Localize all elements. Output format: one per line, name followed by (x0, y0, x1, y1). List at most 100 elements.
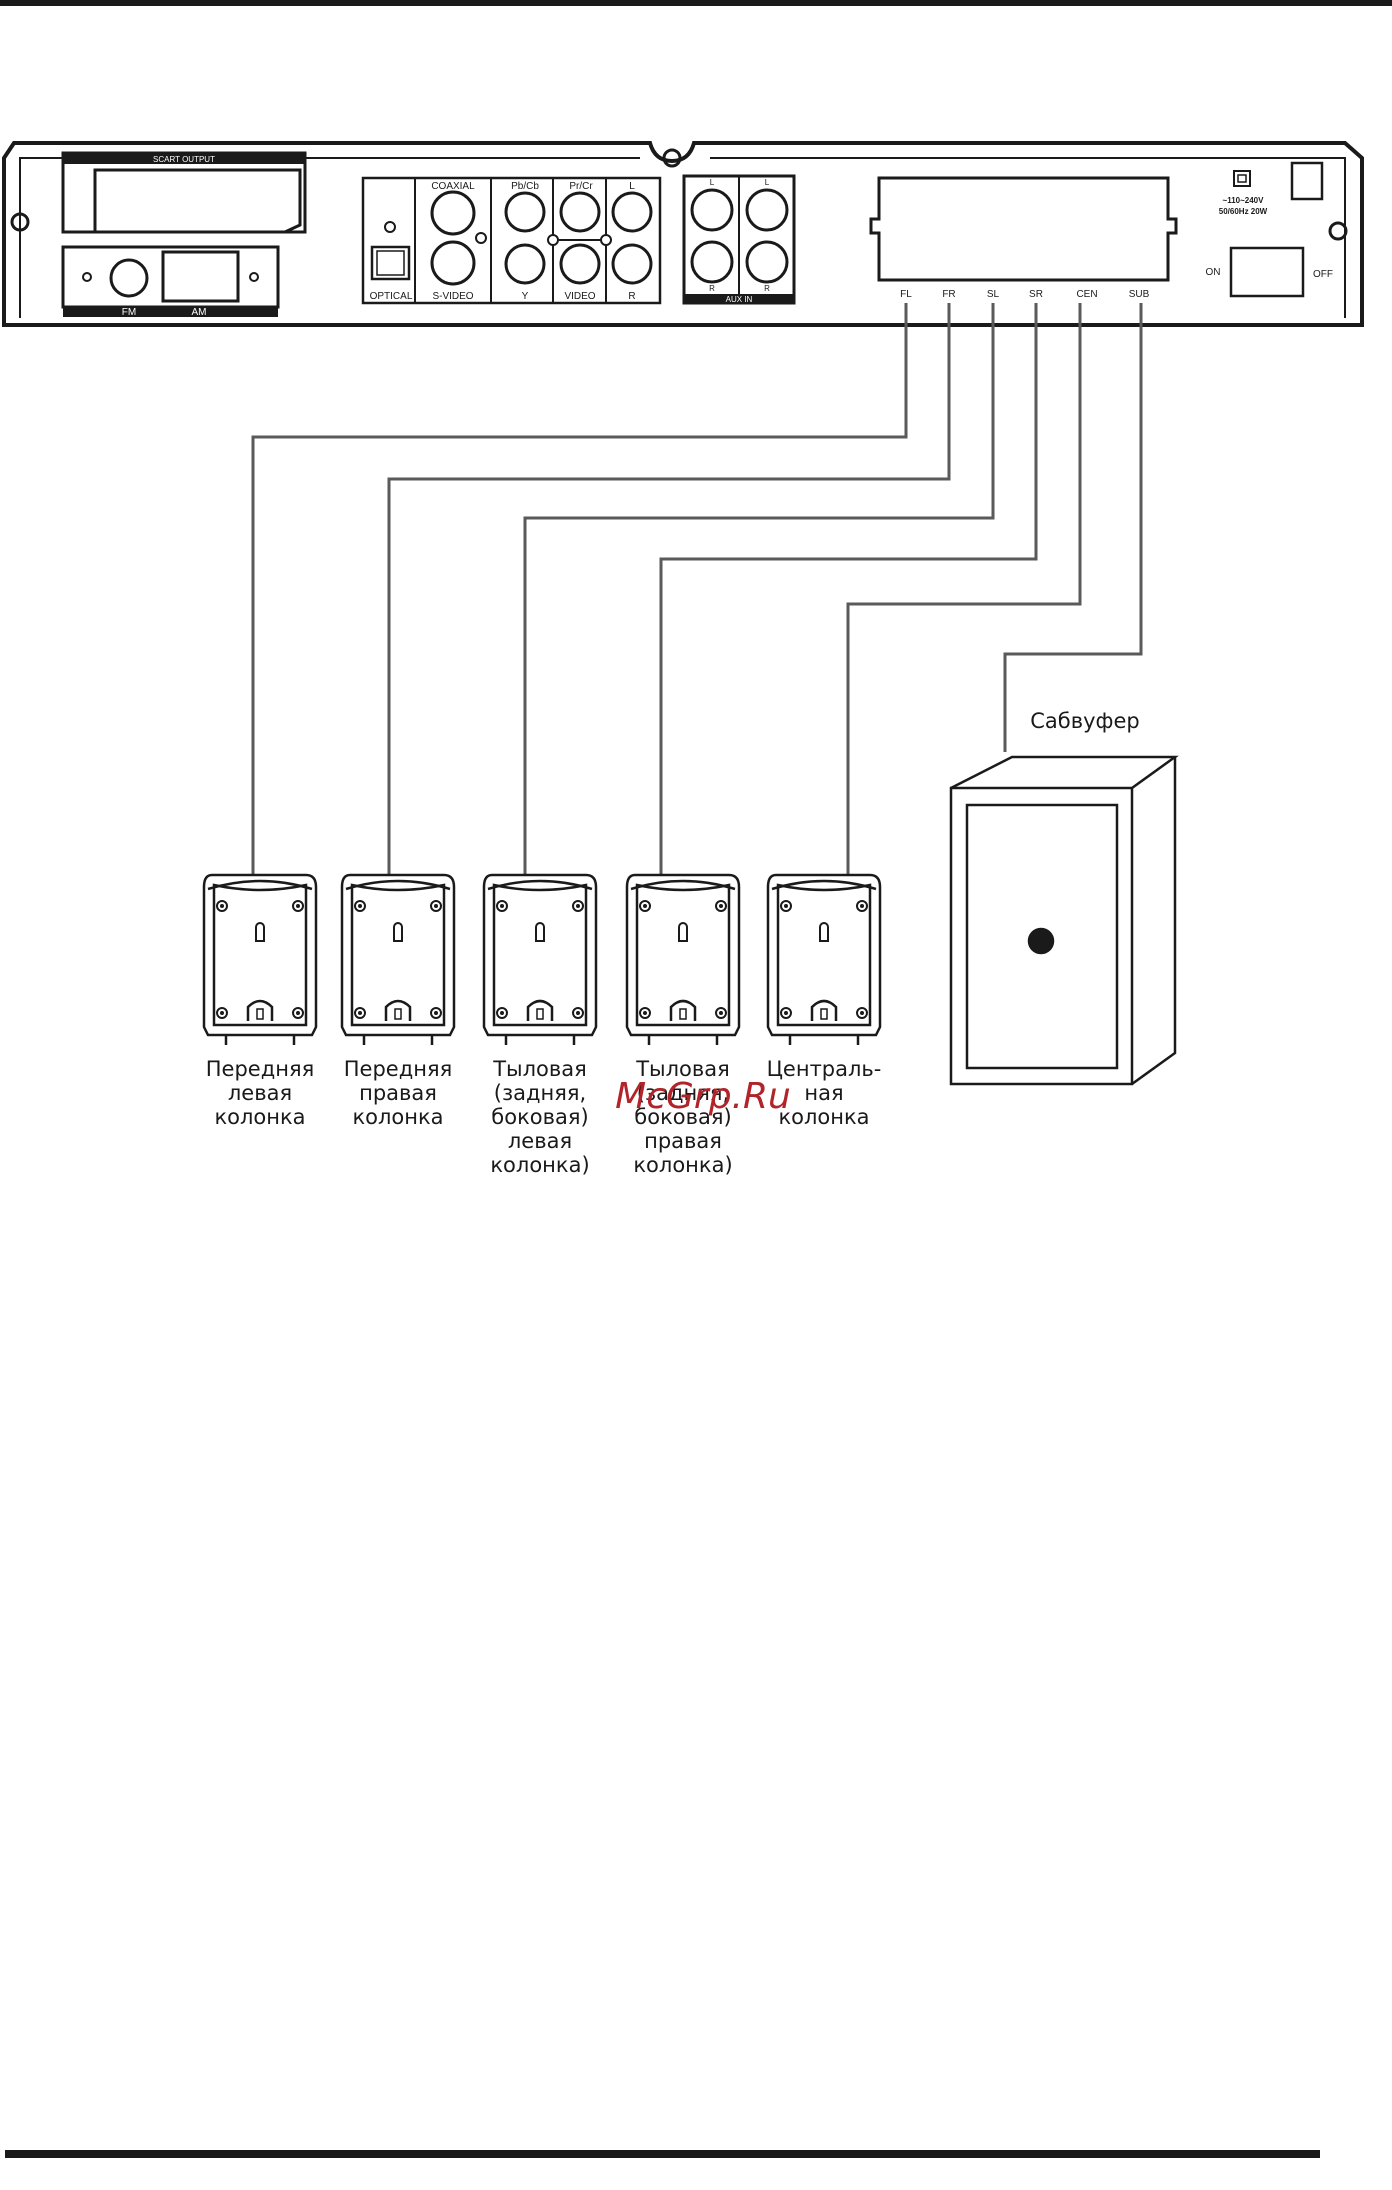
keyhole (255, 922, 265, 942)
wire-cen (846, 303, 1082, 875)
svideo-label: S-VIDEO (432, 291, 473, 302)
speaker-screw (780, 1007, 792, 1019)
aux-jack-4 (745, 240, 789, 284)
speaker-1-caption-line: колонка (214, 1105, 305, 1129)
speaker-body (766, 873, 882, 1037)
speaker-3-caption-line: (задняя, (494, 1081, 586, 1105)
subwoofer (949, 755, 1179, 1086)
speaker-4-caption-line: Тыловая (635, 1057, 730, 1081)
speaker-screw (856, 1007, 868, 1019)
video-jack (559, 243, 601, 285)
am-terminal (161, 250, 240, 303)
aux-r2-label: R (764, 284, 770, 293)
aux-l1-label: L (710, 178, 715, 187)
power-line-2: 50/60Hz 20W (1219, 207, 1268, 216)
output-label-fr: FR (942, 289, 955, 300)
speaker-4-caption-line: колонка) (633, 1153, 732, 1177)
subwoofer-port (1027, 927, 1055, 955)
rear-panel: SCART OUTPUT FM AM OPTICAL COAXIAL (2, 141, 1364, 327)
pbcb-label: Pb/Cb (511, 181, 539, 192)
screw-left (10, 212, 30, 232)
optical-port (370, 245, 411, 281)
panel-inner (19, 157, 1346, 318)
scart-output: SCART OUTPUT (61, 151, 307, 234)
speaker-screw (572, 1007, 584, 1019)
audio-l-jack (611, 191, 653, 233)
output-label-cen: CEN (1076, 289, 1097, 300)
wire-sub (1003, 303, 1143, 752)
speaker-clip (246, 999, 274, 1021)
speaker-body (482, 873, 598, 1037)
speaker-clip (669, 999, 697, 1021)
wire-fl (251, 303, 908, 875)
prcr-jack (559, 191, 601, 233)
speaker-3-caption-line: боковая) (491, 1105, 588, 1129)
scart-label: SCART OUTPUT (153, 155, 215, 164)
speaker-4-caption-line: боковая) (634, 1105, 731, 1129)
speaker-screw (715, 1007, 727, 1019)
speaker-inner (492, 883, 588, 1027)
screw-top (662, 148, 682, 168)
speaker-top-rim (345, 879, 451, 891)
audio-r-label: R (628, 291, 635, 302)
speaker-screw (639, 900, 651, 912)
wire-fr (387, 303, 951, 875)
aux-l2-label: L (765, 178, 770, 187)
aux-in-label: AUX IN (726, 295, 753, 304)
subwoofer-top (950, 755, 1179, 790)
subwoofer-label: Сабвуфер (1030, 709, 1140, 733)
speaker-2-caption-line: колонка (352, 1105, 443, 1129)
output-label-sub: SUB (1129, 289, 1150, 300)
speaker-3-caption-line: левая (508, 1129, 572, 1153)
speaker-screw (496, 900, 508, 912)
aux-jack-1 (690, 188, 734, 232)
output-label-sr: SR (1029, 289, 1043, 300)
speaker-screw (292, 900, 304, 912)
fuse-holder (1290, 161, 1324, 201)
subwoofer-panel (965, 803, 1119, 1070)
speaker-5-caption-line: колонка (778, 1105, 869, 1129)
speaker-5-caption-line: Централь- (767, 1057, 882, 1081)
speaker-inner (776, 883, 872, 1027)
fm-jack (109, 258, 149, 298)
speaker-1-caption-line: левая (228, 1081, 292, 1105)
speaker-screw (430, 1007, 442, 1019)
speaker-clip (526, 999, 554, 1021)
y-label: Y (522, 291, 529, 302)
speaker-3-caption-line: Тыловая (492, 1057, 587, 1081)
output-label-sl: SL (987, 289, 1000, 300)
aux-r1-label: R (709, 284, 715, 293)
speaker-terminal: FL FR SL SR CEN SUB (869, 176, 1178, 300)
speaker-body (625, 873, 741, 1037)
prcr-label: Pr/Cr (569, 181, 593, 192)
speaker-4-caption-line: правая (644, 1129, 722, 1153)
scart-connector (93, 168, 302, 234)
coaxial-label: COAXIAL (431, 181, 475, 192)
off-label: OFF (1313, 269, 1333, 280)
speakers: ПередняялеваяколонкаПередняяправаяколонк… (202, 873, 882, 1177)
svideo-jack (430, 240, 476, 286)
speaker-screw (430, 900, 442, 912)
subwoofer-front (949, 786, 1134, 1086)
keyhole (819, 922, 829, 942)
keyhole (535, 922, 545, 942)
speaker-body (202, 873, 318, 1037)
speaker-clip (810, 999, 838, 1021)
bottom-rule (5, 2150, 1320, 2158)
speaker-top-rim (630, 879, 736, 891)
speaker-screw (354, 1007, 366, 1019)
speaker-3-caption-line: колонка) (490, 1153, 589, 1177)
aux-jack-3 (690, 240, 734, 284)
keyhole (678, 922, 688, 942)
speaker-top-rim (207, 879, 313, 891)
speaker-top-rim (771, 879, 877, 891)
output-label-fl: FL (900, 289, 912, 300)
speaker-4-caption-line: (задняя, (637, 1081, 729, 1105)
power-line-1: ~110~240V (1223, 196, 1265, 205)
y-jack (504, 243, 546, 285)
